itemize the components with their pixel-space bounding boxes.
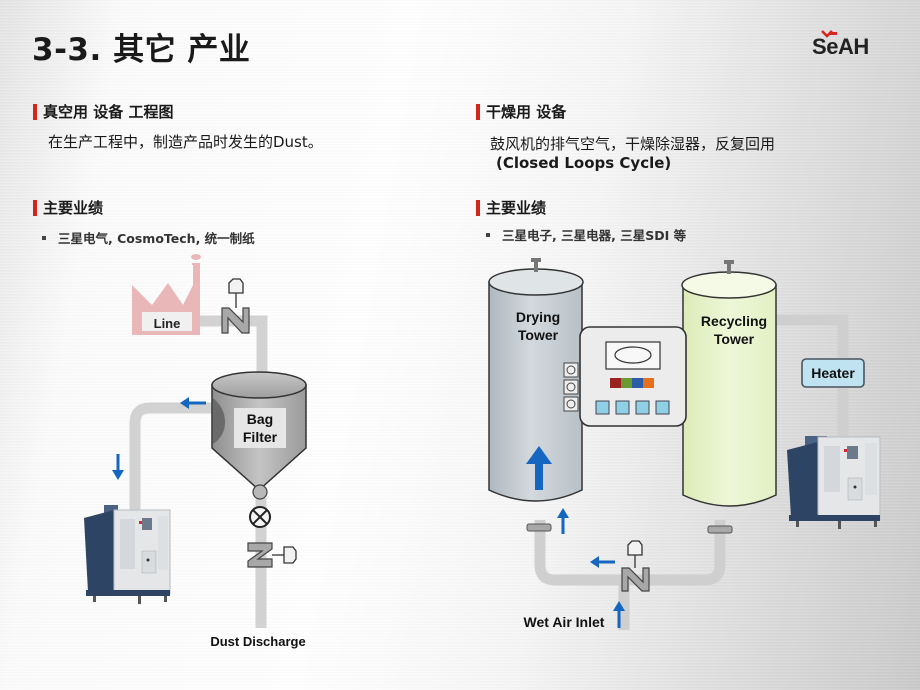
drying-process-diagram: Drying Tower Recycling Tower Heater [488,258,881,630]
factory-icon [132,254,201,335]
wet-air-inlet-label: Wet Air Inlet [524,614,605,630]
heater-label: Heater [811,365,855,381]
heater-box [801,358,865,388]
bag-filter-label-2: Filter [243,429,278,445]
panel-color-indicator [621,378,632,388]
heading-text: 干燥用 设备 [486,103,567,121]
flow-arrow-left-icon [590,556,615,568]
flange-right [707,525,733,534]
right-section1-text2: (Closed Loops Cycle) [496,154,672,172]
heading-text: 真空用 设备 工程图 [43,103,174,121]
bag-filter-label-1: Bag [247,411,273,427]
vacuum-process-diagram: Line Bag Filter [84,254,307,649]
drying-tower [488,258,584,502]
panel-color-indicator [632,378,643,388]
heading-marker [476,199,480,216]
logo-suffix: AH [837,34,869,59]
discharge-valve-icon [247,542,297,568]
left-section1-heading: 真空用 设备 工程图 [33,101,173,122]
right-section1-text: 鼓风机的排气空气，干燥除湿器，反复回用 [490,135,776,153]
logo-chevron-icon [821,30,833,38]
heading-text: 主要业绩 [43,199,104,217]
seah-logo: SeAH [812,34,869,60]
bullet-text: 三星电气, CosmoTech, 统一制纸 [58,231,255,246]
left-bullet-item: 三星电气, CosmoTech, 统一制纸 [42,228,255,247]
recycling-tower-label-1: Recycling [701,313,767,329]
pipe-line-to-filter [198,315,268,380]
flow-arrow-down-icon [112,454,124,480]
bullet-text: 三星电子, 三星电器, 三星SDI 等 [502,228,687,243]
heading-text: 主要业绩 [486,199,547,217]
panel-color-indicator [643,378,654,388]
inlet-arrow-up-icon [613,601,625,628]
bullet-icon [42,235,46,240]
pipe-filter-to-blower [129,402,212,510]
drying-tower-label-1: Drying [516,309,560,325]
right-bullet-item: 三星电子, 三星电器, 三星SDI 等 [486,225,686,244]
right-section1-heading: 干燥用 设备 [476,101,566,122]
dryer-machine-image [787,436,881,529]
heading-marker [33,199,37,216]
drying-tower-label-2: Tower [518,327,559,343]
pipe-tower-loop [534,520,726,586]
recycling-tower-label-2: Tower [714,331,755,347]
recycling-tower [681,260,777,507]
blower-machine-image [84,505,171,604]
heading-marker [33,103,37,120]
pipe-heater [766,314,849,440]
line-label: Line [154,316,181,331]
right-section2-heading: 主要业绩 [476,197,546,218]
dust-discharge-label: Dust Discharge [210,634,305,649]
flange-left [526,523,552,532]
control-panel [563,326,687,427]
logo-prefix: S [812,34,827,59]
logo-e: e [826,34,838,59]
flow-arrow-left-icon [180,397,206,409]
flow-arrow-up-icon [557,508,569,534]
page-title: 3-3. 其它 产业 [32,32,251,68]
left-section1-text: 在生产工程中，制造产品时发生的Dust。 [48,133,323,151]
heading-marker [476,103,480,120]
rotary-valve-icon [249,506,271,528]
bullet-icon [486,232,490,237]
panel-color-indicator [610,378,621,388]
valve-icon [221,278,250,334]
upflow-arrow-icon [526,446,552,490]
bag-filter-tank [211,371,307,500]
valve-icon [621,540,650,592]
left-section2-heading: 主要业绩 [33,197,103,218]
